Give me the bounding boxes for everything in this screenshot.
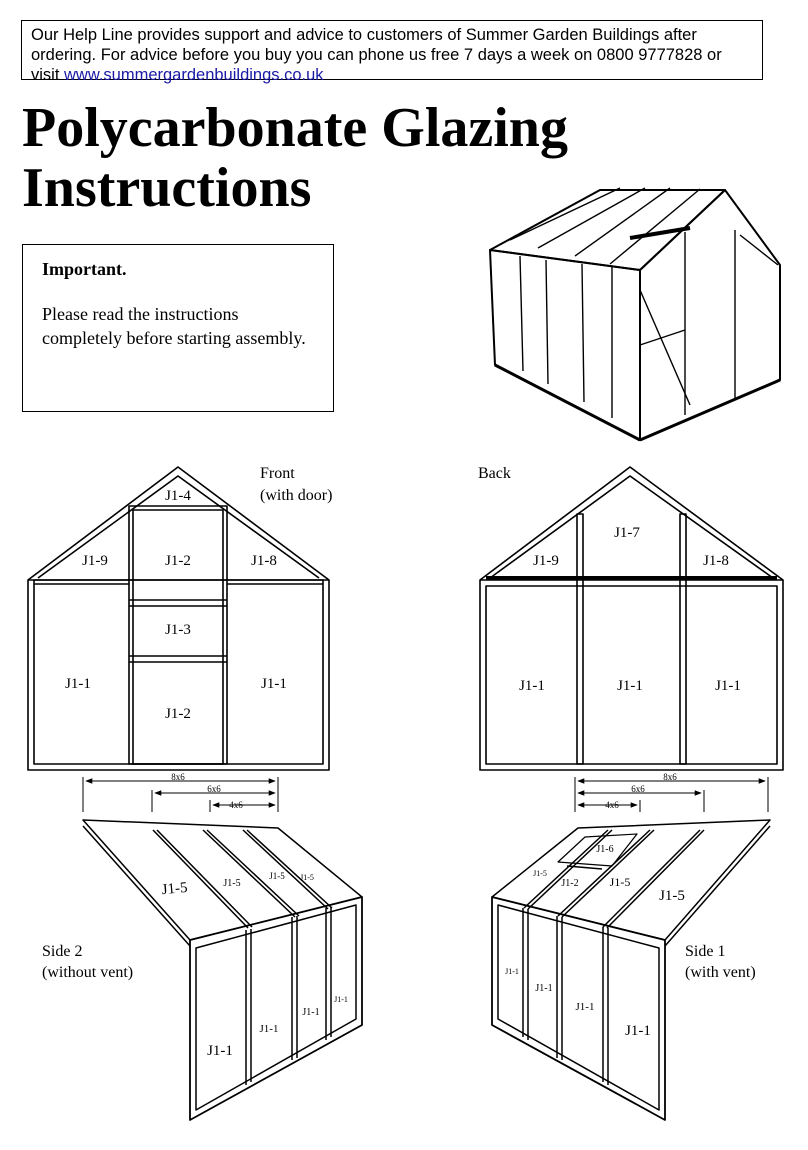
- front-label-top: J1-4: [165, 488, 191, 504]
- back-label-center: J1-1: [617, 678, 643, 694]
- side1-wall-label-4: J1-1: [625, 1023, 651, 1039]
- title-line-2: Instructions: [22, 157, 312, 219]
- front-label-door-mid: J1-3: [165, 622, 191, 638]
- side2-labels: J1-5 J1-5 J1-5 J1-5 J1-1 J1-1 J1-1 J1-1: [161, 871, 348, 1059]
- front-label-right-side: J1-1: [261, 676, 287, 692]
- dimensions-right: [574, 777, 769, 812]
- front-label-door-upper: J1-2: [165, 553, 191, 569]
- side1-vent-label: J1-6: [596, 844, 613, 855]
- back-label-right: J1-1: [715, 678, 741, 694]
- front-label-door-lower: J1-2: [165, 706, 191, 722]
- back-elevation: [479, 466, 784, 771]
- side2-wall-label-1: J1-1: [207, 1043, 233, 1059]
- back-label-right-gable: J1-8: [703, 553, 729, 569]
- side1-roof-label-2: J1-5: [610, 875, 631, 889]
- side1-wall-label-2: J1-1: [535, 983, 552, 994]
- helpline-notice: Our Help Line provides support and advic…: [21, 20, 763, 84]
- dim-8x6-right: 8x6: [663, 772, 677, 782]
- back-caption: Back: [478, 465, 511, 482]
- important-heading: Important.: [42, 259, 127, 279]
- side2-illustration: [82, 819, 363, 1121]
- front-label-left-gable: J1-9: [82, 553, 108, 569]
- website-link[interactable]: www.summergardenbuildings.co.uk: [64, 66, 324, 84]
- title-line-1: Polycarbonate Glazing: [22, 97, 568, 159]
- side2-roof-label-1: J1-5: [161, 880, 188, 898]
- front-label-left-side: J1-1: [65, 676, 91, 692]
- side2-caption: Side 2: [42, 943, 82, 960]
- dim-6x6-right: 6x6: [631, 784, 645, 794]
- side2-roof-label-4: J1-5: [300, 873, 314, 882]
- side1-caption-sub: (with vent): [685, 964, 756, 981]
- dim-6x6-left: 6x6: [207, 784, 221, 794]
- back-panel-labels: J1-7 J1-9 J1-8 J1-1 J1-1 J1-1: [519, 525, 741, 694]
- side2-roof-label-3: J1-5: [269, 871, 285, 881]
- back-label-left: J1-1: [519, 678, 545, 694]
- dimensions-left: [82, 777, 279, 812]
- back-label-left-gable: J1-9: [533, 553, 559, 569]
- important-body: Please read the instructions completely …: [42, 304, 306, 348]
- front-caption: Front: [260, 465, 295, 482]
- side2-wall-label-2: J1-1: [260, 1023, 279, 1035]
- dim-8x6-left: 8x6: [171, 772, 185, 782]
- helpline-text: Our Help Line provides support and advic…: [31, 26, 722, 84]
- dimension-labels-left: 8x6 6x6 4x6: [171, 772, 243, 810]
- side1-labels: J1-6 J1-2 J1-5 J1-5 J1-5 J1-1 J1-1 J1-1 …: [505, 844, 685, 1039]
- side1-roof-label-1: J1-5: [533, 869, 547, 878]
- side2-roof-label-2: J1-5: [223, 878, 240, 889]
- front-elevation: [27, 466, 330, 771]
- greenhouse-illustration: [489, 187, 781, 442]
- front-panel-labels: J1-4 J1-9 J1-2 J1-8 J1-3 J1-1 J1-1 J1-2: [65, 488, 287, 722]
- dim-4x6-right: 4x6: [605, 800, 619, 810]
- side1-vent-lower-label: J1-2: [561, 878, 578, 889]
- back-label-top: J1-7: [614, 525, 640, 541]
- side1-illustration: [491, 819, 771, 1121]
- dim-4x6-left: 4x6: [229, 800, 243, 810]
- page-title: Polycarbonate Glazing Instructions: [22, 98, 568, 218]
- important-notice: Important. Please read the instructions …: [22, 244, 334, 412]
- front-label-right-gable: J1-8: [251, 553, 277, 569]
- side1-caption: Side 1: [685, 943, 725, 960]
- side1-roof-label-3: J1-5: [659, 888, 685, 904]
- side1-wall-label-3: J1-1: [576, 1001, 595, 1013]
- side1-wall-label-1: J1-1: [505, 967, 519, 976]
- dimension-labels-right: 8x6 6x6 4x6: [605, 772, 677, 810]
- front-caption-sub: (with door): [260, 487, 332, 504]
- side2-caption-sub: (without vent): [42, 964, 133, 981]
- side2-wall-label-4: J1-1: [334, 995, 348, 1004]
- side2-wall-label-3: J1-1: [302, 1007, 319, 1018]
